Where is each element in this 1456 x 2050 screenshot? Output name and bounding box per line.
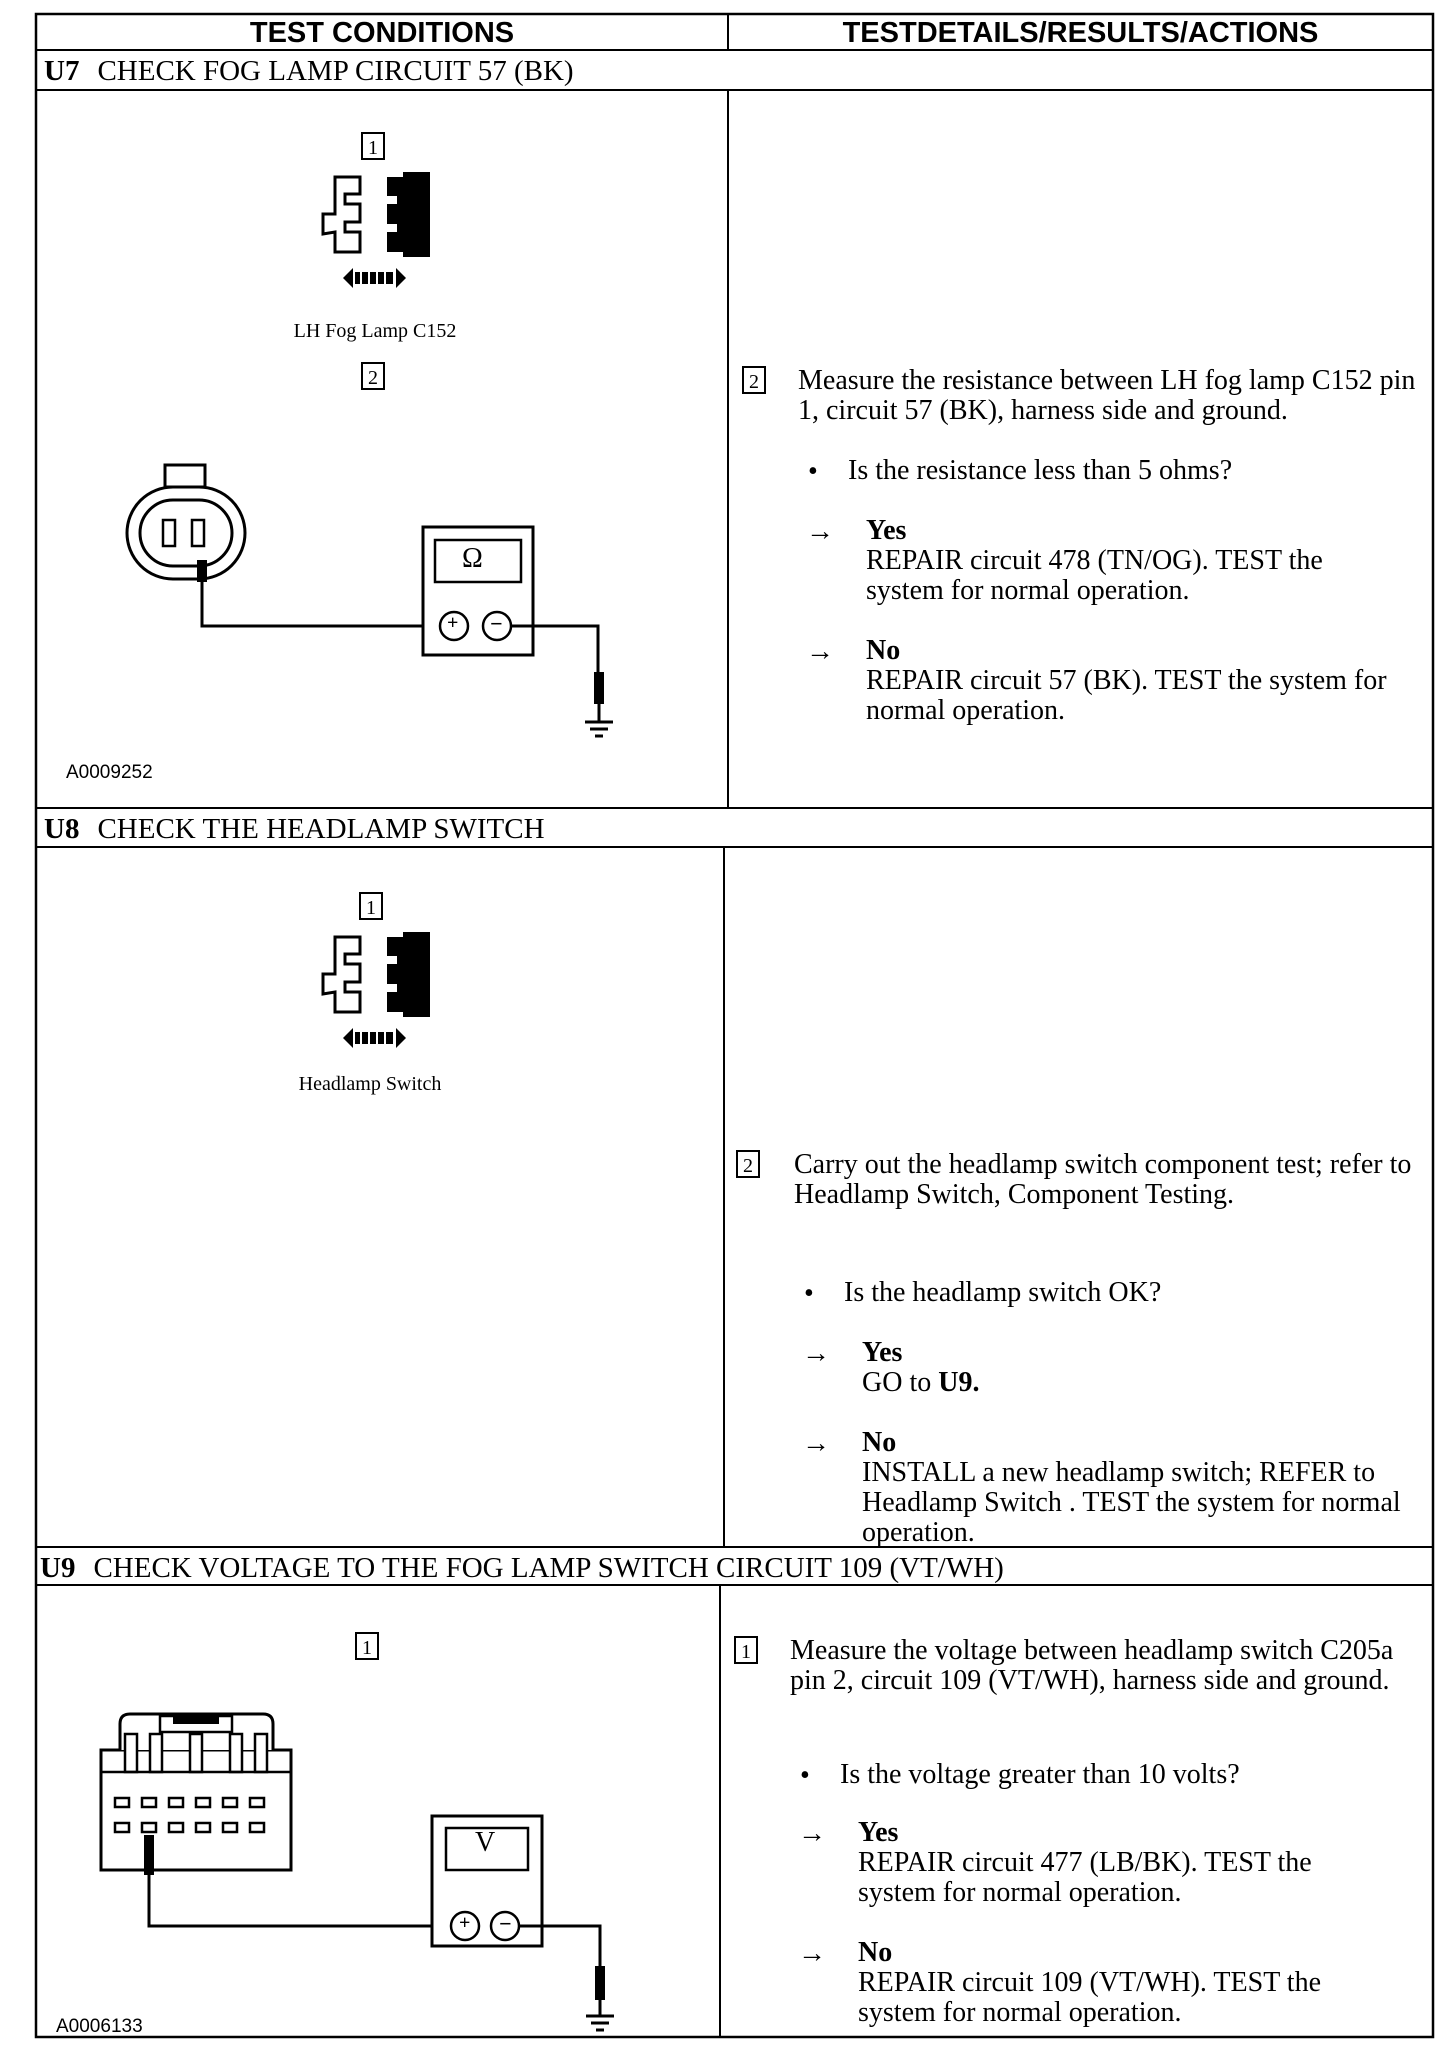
section-id: U8 xyxy=(44,813,80,845)
arrow-icon: → xyxy=(802,1428,830,1459)
disconnect-connector-icon xyxy=(321,932,430,1048)
minus-terminal-icon: − xyxy=(499,1911,512,1936)
yes-action: GO to U9. xyxy=(862,1368,979,1398)
question-text: Is the headlamp switch OK? xyxy=(844,1277,1162,1308)
figure-id: A0006133 xyxy=(56,2016,143,2037)
instruction-text: Carry out the headlamp switch component … xyxy=(794,1149,1412,1210)
question-text: Is the resistance less than 5 ohms? xyxy=(848,455,1233,486)
section-title-text: CHECK FOG LAMP CIRCUIT 57 (BK) xyxy=(97,55,574,87)
section-title-text: CHECK THE HEADLAMP SWITCH xyxy=(97,813,545,845)
section-id: U9 xyxy=(40,1552,76,1584)
section-title-u7: U7 CHECK FOG LAMP CIRCUIT 57 (BK) xyxy=(44,54,574,88)
yes-action: REPAIR circuit 478 (TN/OG). TEST the sys… xyxy=(866,545,1323,606)
no-action: REPAIR circuit 109 (VT/WH). TEST the sys… xyxy=(858,1967,1321,2028)
yes-label: Yes xyxy=(866,515,907,546)
section-title-text: CHECK VOLTAGE TO THE FOG LAMP SWITCH CIR… xyxy=(93,1552,1004,1584)
figure-id: A0009252 xyxy=(66,762,153,783)
step-number-badge: 1 xyxy=(359,892,383,920)
connector-caption: LH Fog Lamp C152 xyxy=(293,320,457,342)
instruction-text: Measure the voltage between headlamp swi… xyxy=(790,1635,1394,1696)
bullet-icon: • xyxy=(808,456,818,487)
instruction-text: Measure the resistance between LH fog la… xyxy=(798,365,1416,426)
header-test-conditions: TEST CONDITIONS xyxy=(249,17,515,49)
bullet-icon: • xyxy=(804,1278,814,1309)
no-action: INSTALL a new headlamp switch; REFER to … xyxy=(862,1457,1401,1548)
yes-label: Yes xyxy=(858,1817,899,1848)
question-text: Is the voltage greater than 10 volts? xyxy=(840,1759,1240,1790)
step-number-badge: 2 xyxy=(742,366,766,394)
yes-action-target: U9. xyxy=(938,1367,980,1398)
disconnect-connector-icon xyxy=(321,172,430,288)
step-number-badge: 2 xyxy=(736,1150,760,1178)
no-label: No xyxy=(862,1427,897,1458)
arrow-icon: → xyxy=(798,1818,826,1849)
no-label: No xyxy=(866,635,901,666)
voltage-test-diagram xyxy=(99,1712,614,2032)
arrow-icon: → xyxy=(806,516,834,547)
bullet-icon: • xyxy=(800,1760,810,1791)
yes-action: REPAIR circuit 477 (LB/BK). TEST the sys… xyxy=(858,1847,1312,1908)
step-number-badge: 1 xyxy=(734,1636,758,1664)
section-title-u8: U8 CHECK THE HEADLAMP SWITCH xyxy=(44,812,545,846)
no-label: No xyxy=(858,1937,893,1968)
voltmeter-symbol: V xyxy=(475,1827,496,1858)
no-action: REPAIR circuit 57 (BK). TEST the system … xyxy=(866,665,1387,726)
header-test-details: TESTDETAILS/RESULTS/ACTIONS xyxy=(842,17,1319,49)
arrow-icon: → xyxy=(806,636,834,667)
ohm-symbol: Ω xyxy=(462,543,483,574)
plus-terminal-icon: + xyxy=(447,612,459,634)
arrow-icon: → xyxy=(802,1338,830,1369)
yes-label: Yes xyxy=(862,1337,903,1368)
step-number-badge: 1 xyxy=(355,1632,379,1660)
section-title-u9: U9 CHECK VOLTAGE TO THE FOG LAMP SWITCH C… xyxy=(40,1551,1004,1585)
minus-terminal-icon: − xyxy=(490,611,503,636)
step-number-badge: 1 xyxy=(361,132,385,160)
section-id: U7 xyxy=(44,55,80,87)
step-number-badge: 2 xyxy=(361,362,385,390)
plus-terminal-icon: + xyxy=(459,1912,471,1934)
connector-caption: Headlamp Switch xyxy=(298,1073,442,1095)
yes-action-prefix: GO to xyxy=(862,1367,939,1398)
resistance-test-diagram xyxy=(125,463,613,738)
arrow-icon: → xyxy=(798,1938,826,1969)
